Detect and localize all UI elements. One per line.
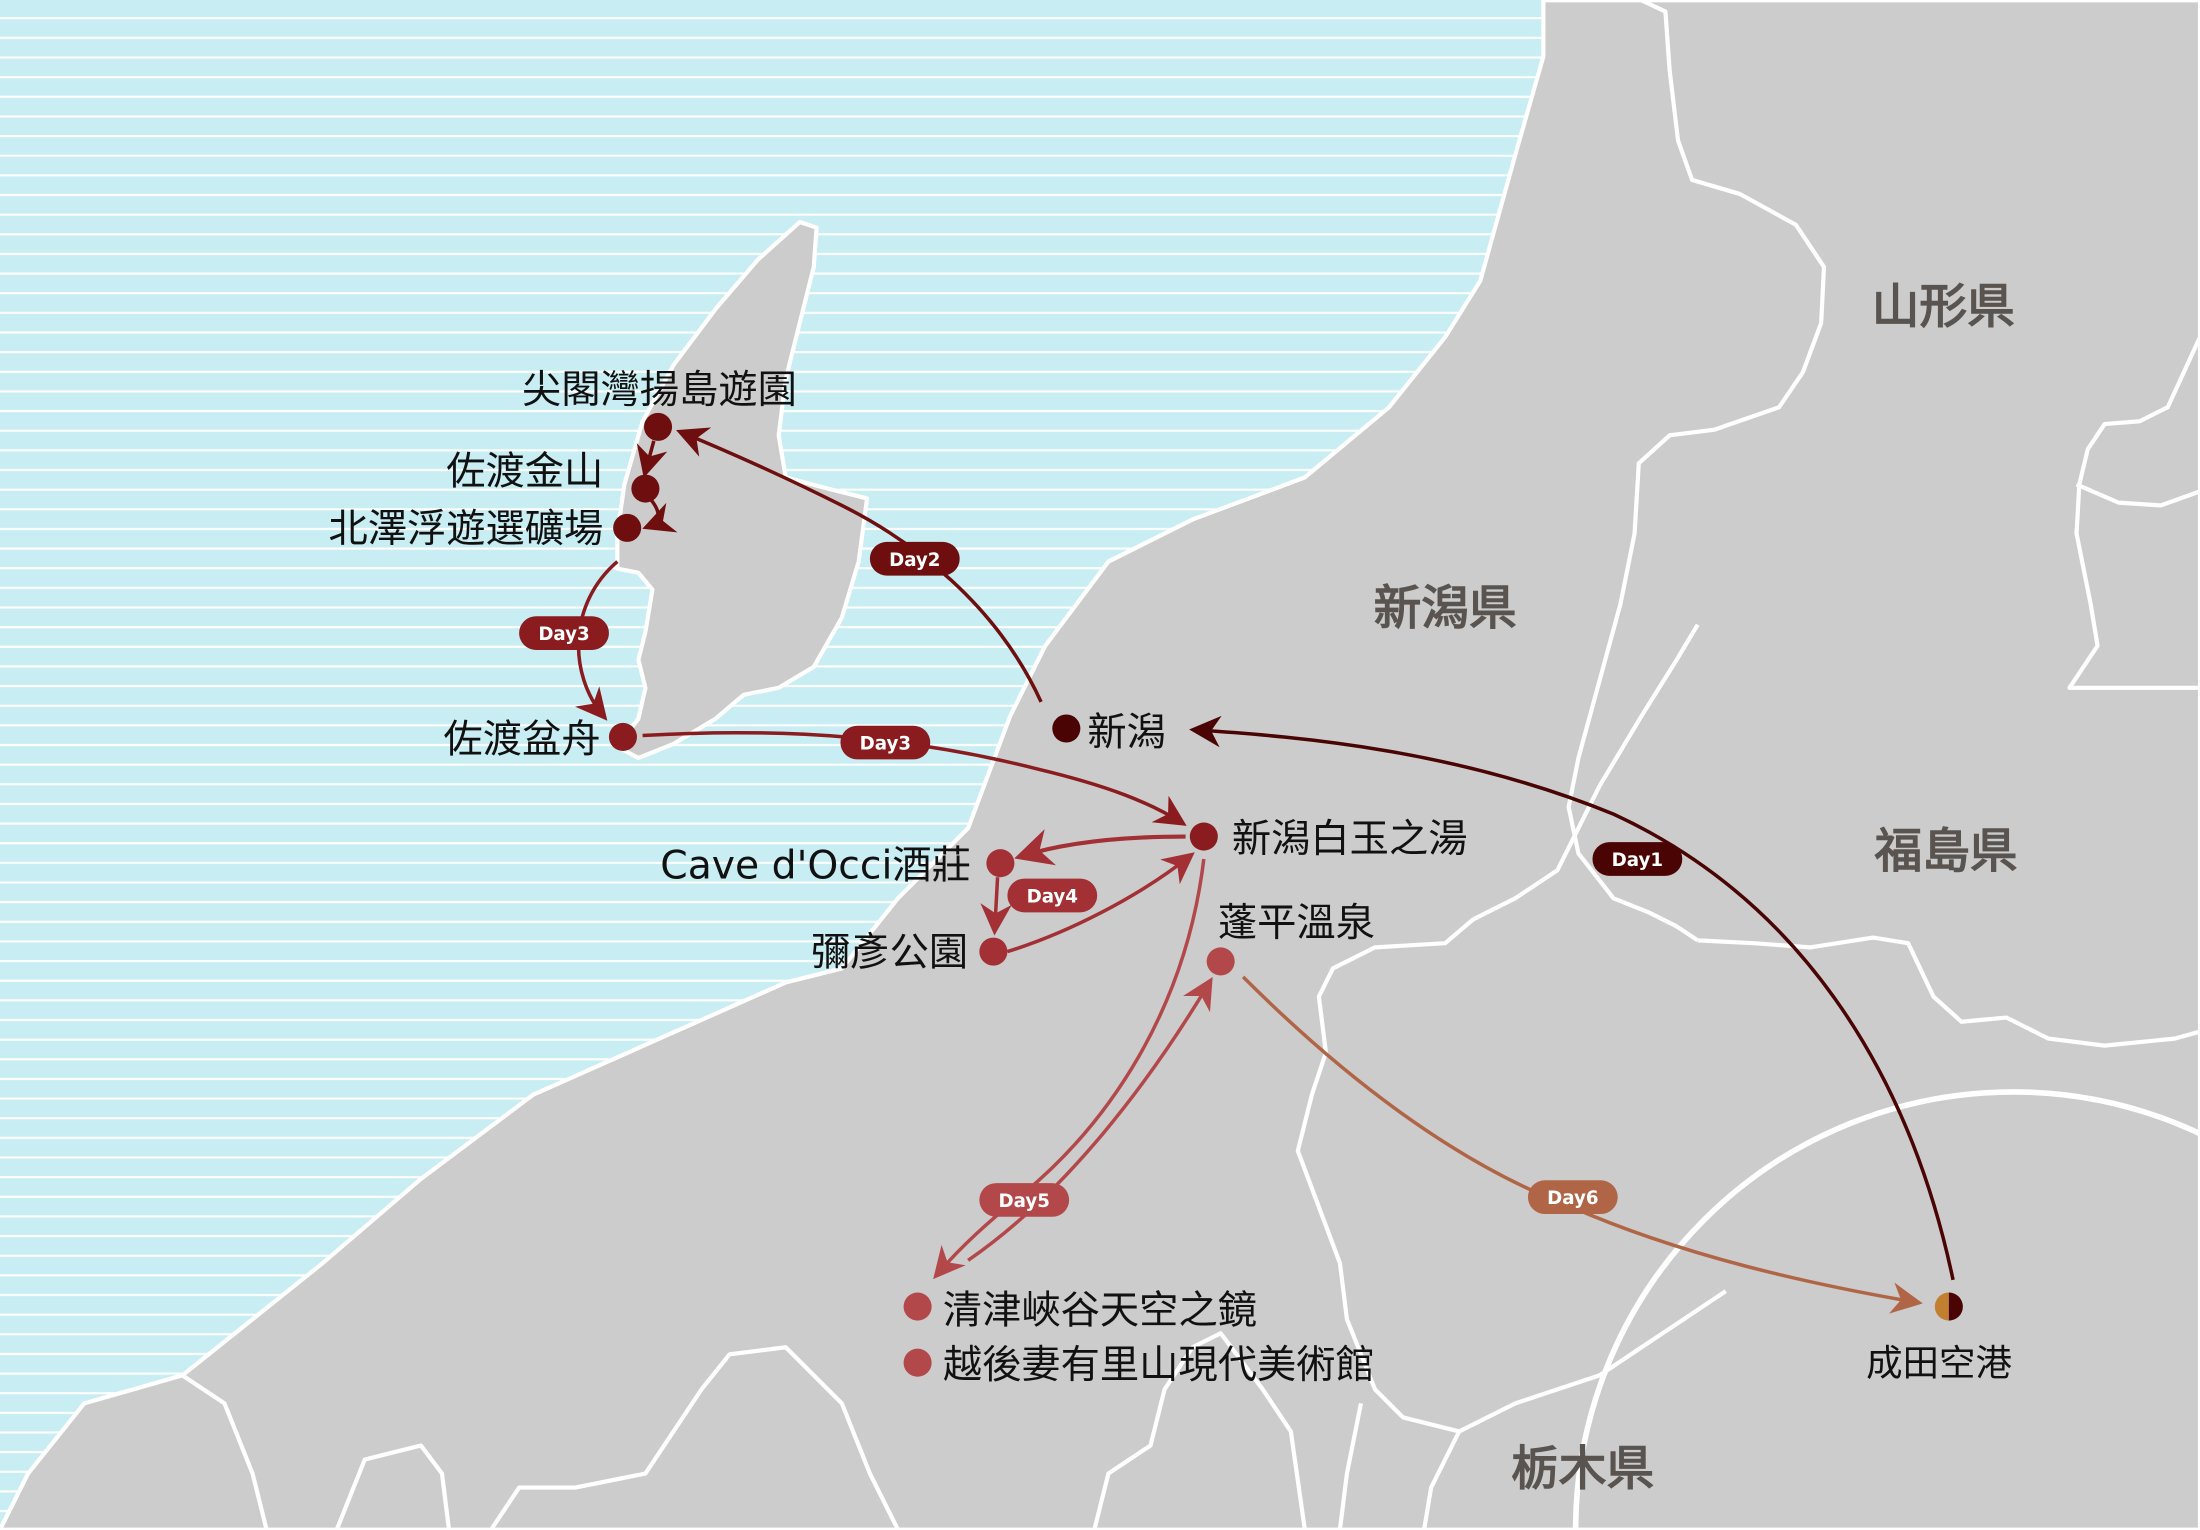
label-niigata: 新潟 — [1087, 710, 1166, 755]
border-tochigi-north — [1458, 1289, 1727, 1434]
svg-text:Day5: Day5 — [999, 1191, 1050, 1212]
marker-shiratama[interactable] — [1189, 822, 1218, 851]
badge-day6: Day6 — [1527, 1180, 1618, 1214]
label-horai: 蓬平溫泉 — [1218, 901, 1375, 946]
border-yamagata-fukushima — [1697, 935, 2200, 1048]
marker-kiyotsu[interactable] — [903, 1292, 932, 1321]
prefecture-yamagata: 山形県 — [1872, 280, 2015, 335]
svg-text:Day3: Day3 — [860, 734, 911, 755]
label-kitazawa: 北澤浮遊選礦場 — [328, 507, 603, 552]
marker-senkaku[interactable] — [644, 412, 673, 441]
svg-text:Day3: Day3 — [538, 624, 589, 645]
marker-yahiko[interactable] — [979, 937, 1008, 966]
border-south-2 — [334, 1443, 452, 1530]
svg-text:Day6: Day6 — [1547, 1188, 1598, 1209]
route-day3-ferry — [642, 730, 1187, 826]
label-senkaku: 尖閣灣揚島遊園 — [522, 368, 797, 413]
svg-text:Day4: Day4 — [1027, 887, 1078, 908]
svg-text:Day2: Day2 — [889, 550, 940, 571]
svg-text:Day1: Day1 — [1612, 850, 1663, 871]
label-kiyotsu: 清津峽谷天空之鏡 — [943, 1288, 1257, 1333]
border-niigata-yamagata — [1566, 0, 1827, 943]
border-south-3 — [489, 1345, 900, 1530]
route-day4-b — [980, 877, 1012, 936]
route-kinzan-kitazawa — [642, 498, 678, 533]
label-yahiko: 彌彥公園 — [811, 931, 968, 976]
marker-kitazawa[interactable] — [613, 513, 642, 542]
route-day4-c — [1006, 852, 1195, 954]
label-sado-tarai: 佐渡盆舟 — [443, 717, 600, 762]
route-senkaku-kinzan — [636, 440, 668, 478]
label-echigo: 越後妻有里山現代美術館 — [943, 1343, 1375, 1388]
marker-niigata[interactable] — [1052, 714, 1081, 743]
marker-sado-kinzan[interactable] — [631, 474, 660, 503]
badge-day5: Day5 — [979, 1183, 1070, 1217]
prefecture-tochigi: 栃木県 — [1511, 1442, 1654, 1497]
border-south-4 — [1092, 1331, 1307, 1530]
border-fukushima-tochigi — [1422, 1430, 1462, 1530]
marker-narita[interactable] — [1934, 1292, 1963, 1321]
marker-cave-docci[interactable] — [986, 849, 1015, 878]
sado-island — [615, 219, 870, 761]
route-day2 — [676, 427, 1043, 703]
badge-day2: Day2 — [869, 541, 960, 576]
label-sado-kinzan: 佐渡金山 — [446, 449, 603, 494]
label-shiratama: 新潟白玉之湯 — [1232, 817, 1468, 862]
prefecture-fukushima: 福島県 — [1874, 824, 2018, 879]
marker-echigo[interactable] — [903, 1348, 932, 1377]
route-day4-a — [1014, 829, 1186, 866]
route-day5-a — [933, 858, 1206, 1280]
border-east-branch — [2075, 482, 2200, 508]
badge-day3-sado: Day3 — [519, 616, 609, 650]
badge-day1: Day1 — [1592, 842, 1683, 876]
border-south-1 — [181, 1373, 269, 1530]
prefecture-niigata: 新潟県 — [1374, 582, 1517, 637]
route-day1 — [1189, 715, 1955, 1281]
badge-day4: Day4 — [1007, 878, 1098, 913]
marker-sado-tarai[interactable] — [608, 722, 637, 751]
border-niigata-south — [1337, 1402, 1364, 1530]
label-cave-docci: Cave d'Occi酒莊 — [660, 844, 971, 889]
route-day5-b — [967, 977, 1213, 1262]
label-narita: 成田空港 — [1866, 1341, 2012, 1384]
badge-day3-ferry: Day3 — [840, 725, 931, 760]
marker-horai[interactable] — [1206, 947, 1235, 976]
